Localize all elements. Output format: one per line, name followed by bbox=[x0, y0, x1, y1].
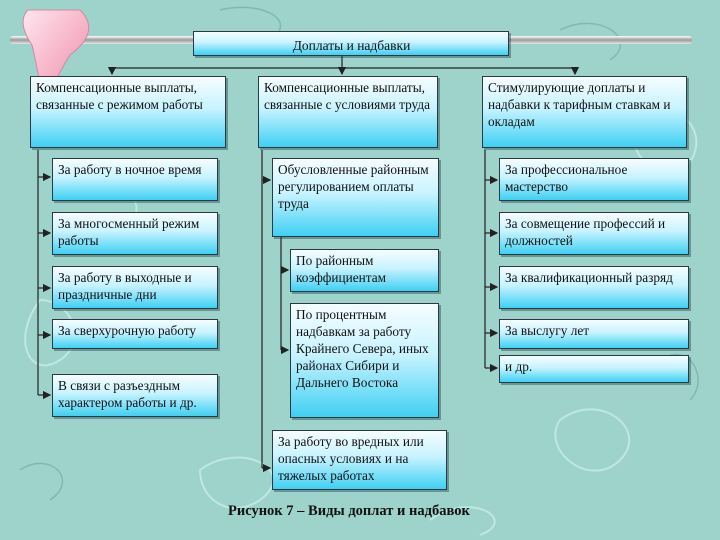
header-compensatory-conditions: Компенсационные выплаты, связанные с усл… bbox=[258, 76, 438, 148]
item-regional-regulation: Обусловленные районным регулированием оп… bbox=[272, 158, 439, 237]
item-regional-coefficients: По районным коэффициентам bbox=[290, 249, 439, 292]
item-qualification-grade: За квалификационный разряд bbox=[499, 266, 689, 309]
figure-caption: Рисунок 7 – Виды доплат и надбавок bbox=[228, 503, 470, 519]
diagram-title: Доплаты и надбавки bbox=[193, 31, 509, 56]
item-multishift: За многосменный режим работы bbox=[52, 212, 218, 255]
item-professional-mastery: За профессиональное мастерство bbox=[499, 158, 689, 201]
item-seniority: За выслугу лет bbox=[499, 319, 689, 349]
item-combining-professions: За совмещение профессий и должностей bbox=[499, 212, 689, 255]
item-hazardous-work: За работу во вредных или опасных условия… bbox=[272, 430, 447, 490]
header-compensatory-regime: Компенсационные выплаты, связанные с реж… bbox=[30, 76, 226, 148]
item-weekends-holidays: За работу в выходные и праздничные дни bbox=[52, 266, 218, 309]
item-night-work: За работу в ночное время bbox=[52, 158, 218, 201]
item-traveling: В связи с разъездным характером работы и… bbox=[52, 374, 218, 417]
header-stimulating: Стимулирующие доплаты и надбавки к тариф… bbox=[482, 76, 687, 148]
item-overtime: За сверхурочную работу bbox=[52, 319, 218, 349]
item-etc: и др. bbox=[499, 355, 689, 383]
item-percentage-allowances: По процентным надбавкам за работу Крайне… bbox=[290, 303, 439, 418]
